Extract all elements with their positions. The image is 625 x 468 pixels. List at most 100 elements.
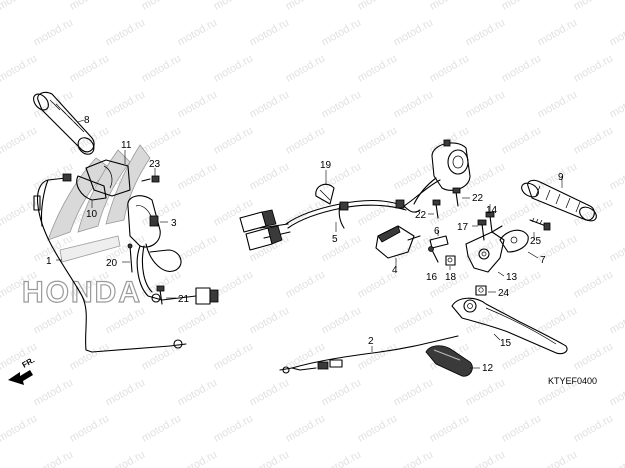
watermark-text: motod.ru (464, 448, 508, 468)
callout-10: 10 (86, 209, 98, 220)
watermark-text: motod.ru (248, 304, 292, 336)
callout-2: 2 (368, 336, 374, 347)
watermark-text: motod.ru (140, 196, 184, 228)
watermark-text: motod.ru (320, 232, 364, 264)
watermark-text: motod.ru (608, 448, 625, 468)
watermark-text: motod.ru (176, 448, 220, 468)
watermark-text: motod.ru (0, 52, 39, 84)
diagram-code: KTYEF0400 (548, 376, 597, 386)
honda-logo-text: HONDA (22, 276, 142, 309)
watermark-text: motod.ru (248, 88, 292, 120)
callout-23: 23 (149, 159, 161, 170)
watermark-text: motod.ru (572, 0, 616, 13)
part-14-bolt (485, 204, 495, 233)
watermark-text: motod.ru (428, 412, 472, 444)
watermark-text: motod.ru (212, 124, 256, 156)
callout-21: 21 (178, 294, 190, 305)
watermark-text: motod.ru (32, 376, 76, 408)
callout-13: 13 (506, 272, 518, 283)
watermark-text: motod.ru (248, 16, 292, 48)
callout-14: 14 (486, 205, 498, 216)
part-15-brake-lever (451, 297, 568, 355)
watermark-text: motod.ru (392, 304, 436, 336)
watermark-text: motod.ru (140, 124, 184, 156)
callout-22-upper: 22 (472, 193, 484, 204)
watermark-text: motod.ru (140, 52, 184, 84)
callout-22-lower: 22 (415, 210, 427, 221)
watermark-text: motod.ru (0, 0, 39, 13)
callout-17: 17 (457, 222, 469, 233)
watermark-text: motod.ru (356, 412, 400, 444)
watermark-text: motod.ru (0, 340, 39, 372)
part-22-screw-lower (428, 199, 441, 219)
watermark-text: motod.ru (356, 0, 400, 13)
part-6-pin (429, 230, 449, 249)
watermark-text: motod.ru (104, 448, 148, 468)
watermark-text: motod.ru (32, 16, 76, 48)
watermark-text: motod.ru (284, 0, 328, 13)
watermark-text: motod.ru (320, 16, 364, 48)
part-12-lever-cover (425, 345, 480, 377)
part-20-screw (122, 243, 133, 273)
watermark-text: motod.ru (0, 196, 39, 228)
watermark-text: motod.ru (392, 448, 436, 468)
watermark-text: motod.ru (500, 0, 544, 13)
callout-16: 16 (426, 272, 438, 283)
watermark-text: motod.ru (32, 304, 76, 336)
part-23-bolt (141, 168, 160, 183)
callout-19: 19 (320, 160, 332, 171)
part-1-throttle-cable (33, 173, 187, 353)
part-8-left-grip (33, 91, 95, 155)
part-5-connector-left (239, 209, 283, 251)
watermark-text: motod.ru (212, 52, 256, 84)
watermark-text: motod.ru (212, 340, 256, 372)
part-25-bolt (529, 217, 551, 240)
watermark-text: motod.ru (608, 16, 625, 48)
watermark-text: motod.ru (68, 0, 112, 13)
watermark-text: motod.ru (572, 340, 616, 372)
watermark-text: motod.ru (356, 124, 400, 156)
callout-9: 9 (558, 172, 564, 183)
watermark-text: motod.ru (212, 0, 256, 13)
callout-20: 20 (106, 258, 118, 269)
part-16-screw (428, 246, 439, 263)
callout-25: 25 (530, 236, 542, 247)
watermark-text: motod.ru (284, 52, 328, 84)
part-11-bracket (85, 150, 131, 197)
watermark-text: motod.ru (104, 16, 148, 48)
watermark-text: motod.ru (464, 376, 508, 408)
part-3-switch-harness (136, 243, 219, 305)
watermark-text: motod.ru (356, 340, 400, 372)
watermark-text: motod.ru (572, 412, 616, 444)
callout-7: 7 (540, 255, 546, 266)
watermark-text: motod.ru (428, 0, 472, 13)
callout-3: 3 (171, 218, 177, 229)
right-switch-housing (413, 139, 471, 205)
watermark-text: motod.ru (212, 412, 256, 444)
part-22-screw-upper (452, 187, 470, 207)
part-18-nut (445, 255, 456, 270)
watermark-text: motod.ru (104, 304, 148, 336)
watermark-text: motod.ru (536, 16, 580, 48)
watermark-text: motod.ru (572, 196, 616, 228)
part-17-bolt (472, 219, 487, 241)
watermark-text: motod.ru (536, 448, 580, 468)
part-4-brake-switch (375, 225, 421, 268)
watermark-text: motod.ru (608, 88, 625, 120)
part-21-screw (156, 285, 176, 305)
watermark-text: motod.ru (392, 16, 436, 48)
watermark-text: motod.ru (608, 376, 625, 408)
watermark-text: motod.ru (392, 88, 436, 120)
callout-labels: 8 11 23 10 3 1 20 21 19 5 22 22 9 14 17 … (46, 115, 564, 374)
watermark-text: motod.ru (212, 196, 256, 228)
part-10-holder (76, 175, 107, 208)
callout-24: 24 (498, 288, 510, 299)
callout-15: 15 (500, 338, 512, 349)
watermark-text: motod.ru (572, 124, 616, 156)
watermark-text: motod.ru (104, 376, 148, 408)
watermark-text: motod.ru (176, 88, 220, 120)
watermark-text: motod.ru (572, 268, 616, 300)
part-24-nut (475, 285, 496, 296)
callout-11: 11 (121, 140, 132, 151)
watermark-text: motod.ru (32, 88, 76, 120)
